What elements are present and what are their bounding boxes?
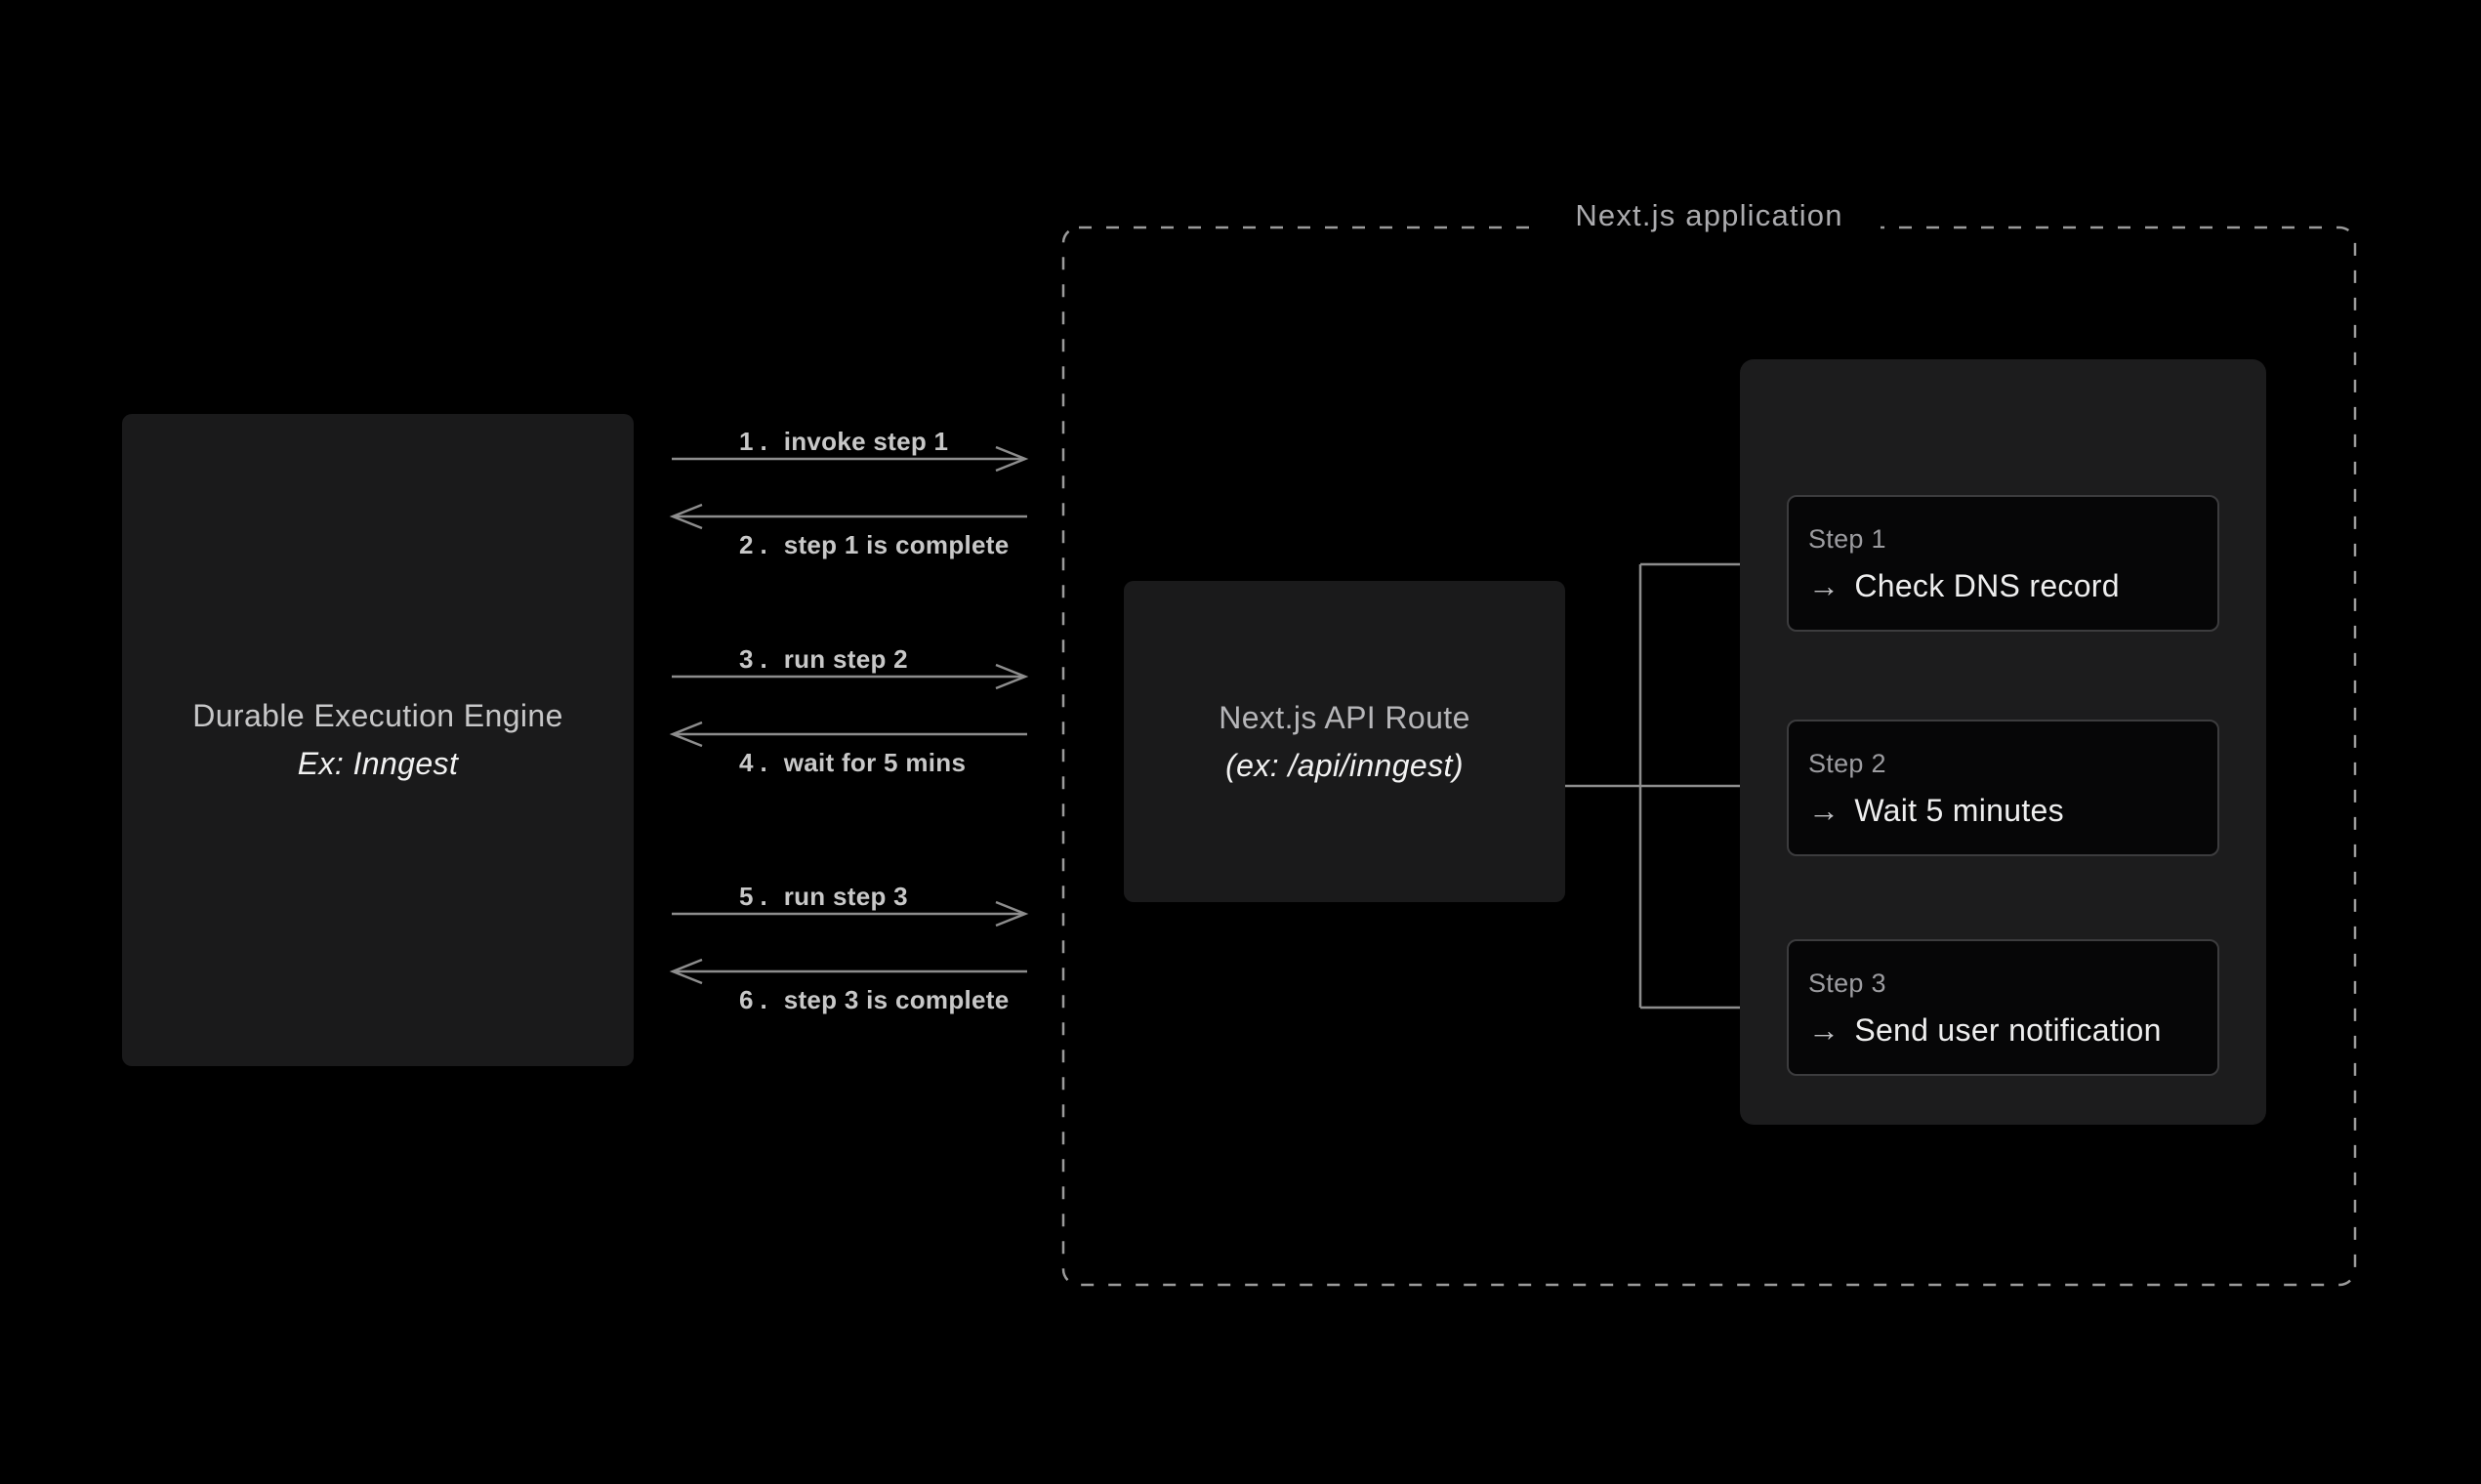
durable-execution-engine-box: Durable Execution Engine Ex: Inngest	[122, 414, 634, 1066]
arrow-step-3-complete	[669, 958, 1027, 985]
arrow-label-text: wait for 5 mins	[783, 748, 967, 777]
step-3-action: → Send user notification	[1808, 1012, 2217, 1048]
arrow-run-step-3	[672, 900, 1029, 928]
arrow-label-num: 6.	[739, 985, 774, 1014]
arrow-label-text: invoke step 1	[783, 427, 949, 456]
step-2-action-text: Wait 5 minutes	[1854, 793, 2064, 828]
step-1-card: Step 1 → Check DNS record	[1787, 495, 2219, 632]
arrow-label-num: 2.	[739, 530, 774, 559]
arrow-run-step-2	[672, 663, 1029, 690]
step-2-label: Step 2	[1808, 749, 1886, 778]
arrow-invoke-step-1	[672, 445, 1029, 473]
arrow-label-num: 1.	[739, 427, 774, 456]
arrow-label-num: 3.	[739, 644, 774, 674]
api-route-title: Next.js API Route	[1219, 699, 1470, 735]
durable-function-panel: Durable Function Step 1 → Check DNS reco…	[1740, 359, 2266, 1125]
arrow-label-run-step-2: 3. run step 2	[739, 642, 908, 676]
arrow-label-step-3-complete: 6. step 3 is complete	[739, 983, 1010, 1016]
step-3-action-text: Send user notification	[1854, 1012, 2162, 1048]
arrow-label-text: step 1 is complete	[783, 530, 1010, 559]
arrow-step-1-complete	[669, 503, 1027, 530]
engine-box-title: Durable Execution Engine	[192, 698, 563, 733]
step-3-label: Step 3	[1808, 969, 1886, 998]
arrow-label-text: step 3 is complete	[783, 985, 1010, 1014]
arrow-label-num: 5.	[739, 882, 774, 911]
arrow-label-text: run step 2	[783, 644, 908, 674]
step-1-label: Step 1	[1808, 524, 1886, 554]
arrow-wait-5-mins	[669, 721, 1027, 748]
arrow-label-wait-5-mins: 4. wait for 5 mins	[739, 746, 966, 779]
arrow-label-invoke-step-1: 1. invoke step 1	[739, 425, 948, 458]
arrow-label-run-step-3: 5. run step 3	[739, 880, 908, 913]
arrow-label-num: 4.	[739, 748, 774, 777]
step-2-action: → Wait 5 minutes	[1808, 793, 2217, 828]
step-3-card: Step 3 → Send user notification	[1787, 939, 2219, 1076]
api-route-subtitle: (ex: /api/inngest)	[1225, 747, 1464, 783]
step-2-card: Step 2 → Wait 5 minutes	[1787, 720, 2219, 856]
nextjs-api-route-box: Next.js API Route (ex: /api/inngest)	[1124, 581, 1565, 902]
right-arrow-icon: →	[1808, 568, 1840, 603]
engine-box-subtitle: Ex: Inngest	[297, 746, 459, 781]
right-arrow-icon: →	[1808, 793, 1840, 828]
nextjs-application-label-wrap: Next.js application	[1063, 192, 2355, 239]
arrow-label-text: run step 3	[783, 882, 908, 911]
step-1-action-text: Check DNS record	[1854, 568, 2120, 603]
nextjs-application-label: Next.js application	[1538, 192, 1881, 239]
arrow-label-step-1-complete: 2. step 1 is complete	[739, 528, 1010, 561]
right-arrow-icon: →	[1808, 1012, 1840, 1048]
step-1-action: → Check DNS record	[1808, 568, 2217, 603]
